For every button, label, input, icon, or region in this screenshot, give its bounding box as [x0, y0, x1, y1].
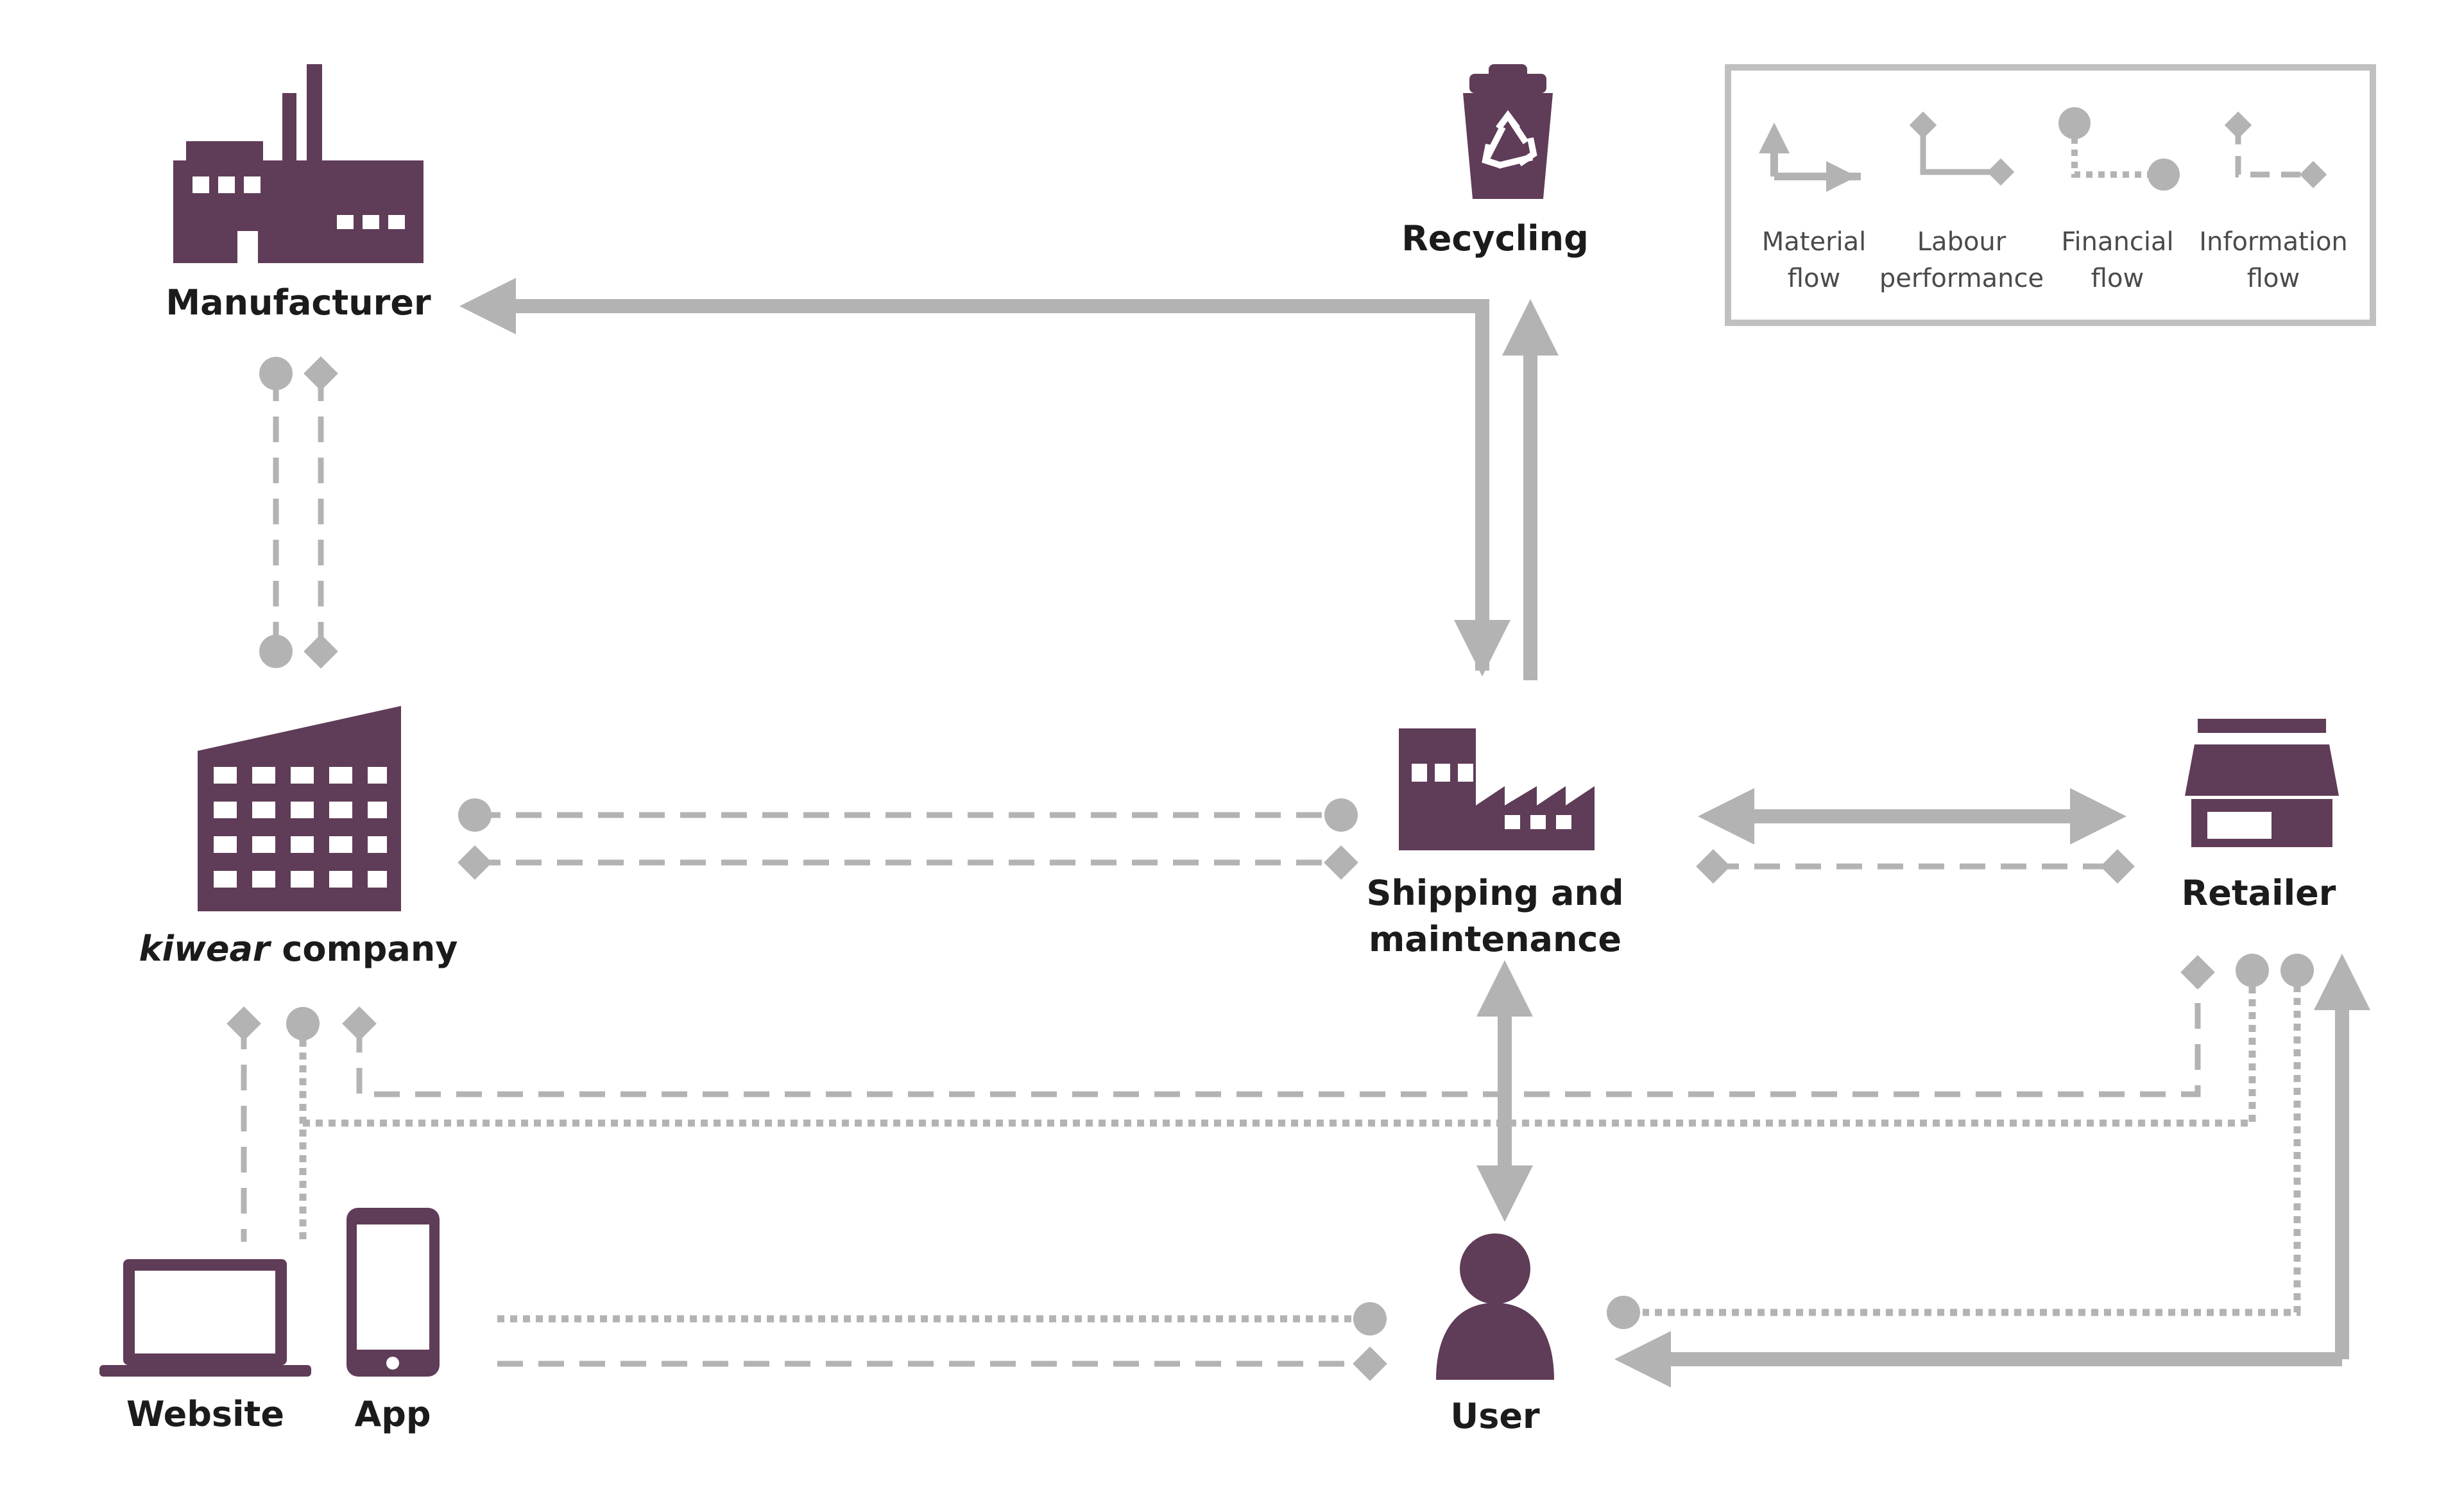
dot-marker	[2280, 954, 2314, 987]
diamond-marker	[2100, 849, 2135, 884]
legend-box	[1725, 64, 2376, 326]
smartphone-icon	[346, 1208, 440, 1377]
factory-icon	[173, 64, 424, 263]
dot-marker	[259, 357, 293, 390]
user-label: User	[1450, 1396, 1540, 1436]
dot-marker	[2236, 954, 2269, 987]
warehouse-icon	[1399, 728, 1595, 850]
website-label: Website	[126, 1394, 284, 1434]
diamond-marker	[227, 1006, 261, 1041]
legend-labour-line2: performance	[1879, 264, 2044, 293]
legend-financial-symbol	[2058, 107, 2180, 191]
legend-material-line1: Material	[1762, 227, 1867, 257]
legend-financial-line1: Financial	[2061, 227, 2173, 257]
storefront-icon	[2185, 719, 2339, 847]
person-icon	[1436, 1233, 1554, 1380]
node-labels: Manufacturer Recycling kiwear company Sh…	[126, 218, 2336, 1436]
diamond-marker	[1696, 849, 1731, 884]
dot-marker	[458, 798, 492, 832]
information-flow-company-retailer	[356, 972, 2201, 1097]
retailer-label: Retailer	[2182, 873, 2336, 913]
node-icons	[99, 64, 2339, 1380]
office-building-icon	[198, 706, 401, 911]
dot-marker	[1353, 1302, 1387, 1336]
financial-flow-retailer-user	[1643, 972, 2301, 1316]
diamond-marker	[2180, 955, 2215, 990]
diamond-marker	[304, 356, 338, 391]
legend-material-symbol	[1759, 123, 1861, 192]
diamond-marker	[1353, 1346, 1387, 1381]
company-label-italic: kiwear	[139, 929, 272, 969]
shipping-label-line1: Shipping and	[1366, 873, 1623, 913]
laptop-icon	[99, 1259, 311, 1377]
company-label: kiwear company	[139, 929, 458, 969]
dot-marker	[1607, 1296, 1640, 1329]
financial-flow-company-retailer	[303, 972, 2256, 1127]
diamond-marker	[342, 1006, 377, 1041]
diamond-marker	[458, 845, 492, 880]
legend-labour-line1: Labour	[1917, 227, 2006, 257]
legend-labour-symbol	[1909, 111, 2015, 186]
legend-information-symbol	[2224, 111, 2327, 189]
legend: Material flow Labour performance Financi…	[1725, 64, 2376, 326]
diamond-marker	[304, 634, 338, 669]
diamond-marker	[1324, 845, 1358, 880]
legend-financial-line2: flow	[2091, 264, 2144, 293]
app-label: App	[354, 1394, 431, 1434]
manufacturer-label: Manufacturer	[166, 282, 431, 323]
recycling-bin-icon	[1463, 64, 1553, 199]
legend-material-line2: flow	[1788, 264, 1840, 293]
company-label-rest: company	[270, 929, 458, 969]
dot-marker	[259, 635, 293, 668]
shipping-label-line2: maintenance	[1369, 919, 1621, 959]
legend-information-line1: Information	[2199, 227, 2348, 257]
dot-marker	[1324, 798, 1358, 832]
recycling-label: Recycling	[1401, 218, 1589, 259]
legend-information-line2: flow	[2247, 264, 2300, 293]
flow-lines	[241, 278, 2370, 1387]
dot-marker	[286, 1007, 320, 1040]
material-flow-shipping-to-manufacturer	[459, 278, 1489, 671]
